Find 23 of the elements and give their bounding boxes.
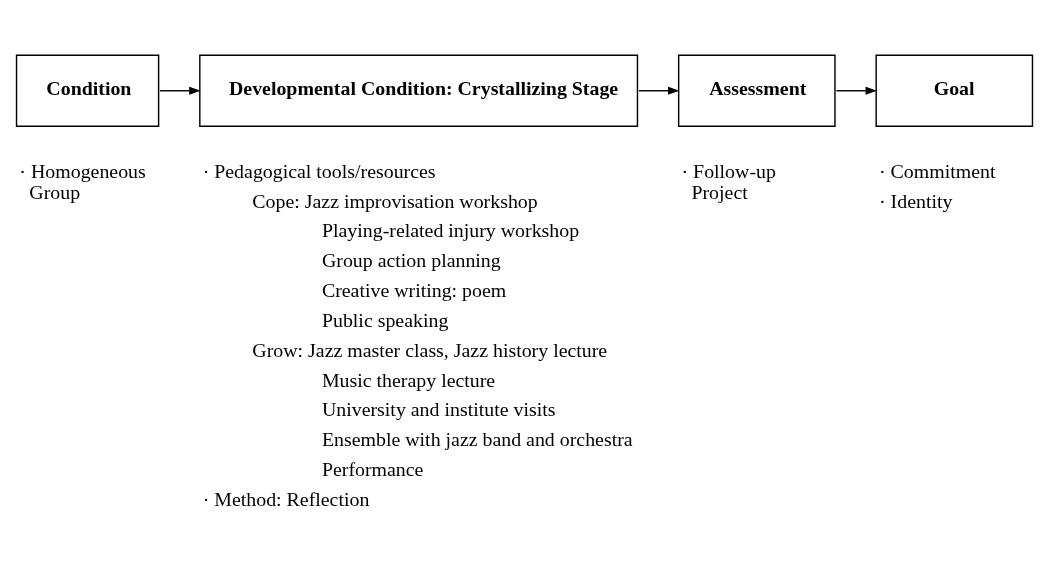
arrow (835, 86, 877, 95)
node-label: · Identity (879, 189, 953, 212)
node-label: Cope: Jazz improvisation workshop (252, 189, 538, 212)
node-label: Creative writing: poem (321, 278, 507, 301)
node-box: Condition (15, 54, 160, 127)
arrow (159, 86, 201, 95)
node-box: Assessment (677, 54, 836, 127)
node-label: · Method: Reflection (202, 487, 370, 510)
node-label: University and institute visits (321, 397, 556, 420)
node-label: Group action planning (321, 248, 501, 271)
node-label: · Pedagogical tools/resources (202, 159, 436, 182)
node-label: Grow: Jazz master class, Jazz history lecture (252, 338, 608, 361)
node-label: Ensemble with jazz band and orchestra (321, 427, 633, 450)
node-label: Performance (321, 457, 424, 480)
node-label: Playing-related injury workshop (321, 218, 580, 241)
node-label: Public speaking (321, 308, 449, 331)
node-box: Goal (875, 54, 1034, 127)
node-label: · Follow-up Project (681, 159, 776, 203)
node-box: Developmental Condition: Crystallizing Stage (199, 54, 639, 127)
node-label: · Commitment (879, 159, 996, 182)
node-label: Music therapy lecture (321, 368, 496, 391)
arrow (638, 86, 680, 95)
node-label: · Homogeneous Group (19, 159, 146, 203)
